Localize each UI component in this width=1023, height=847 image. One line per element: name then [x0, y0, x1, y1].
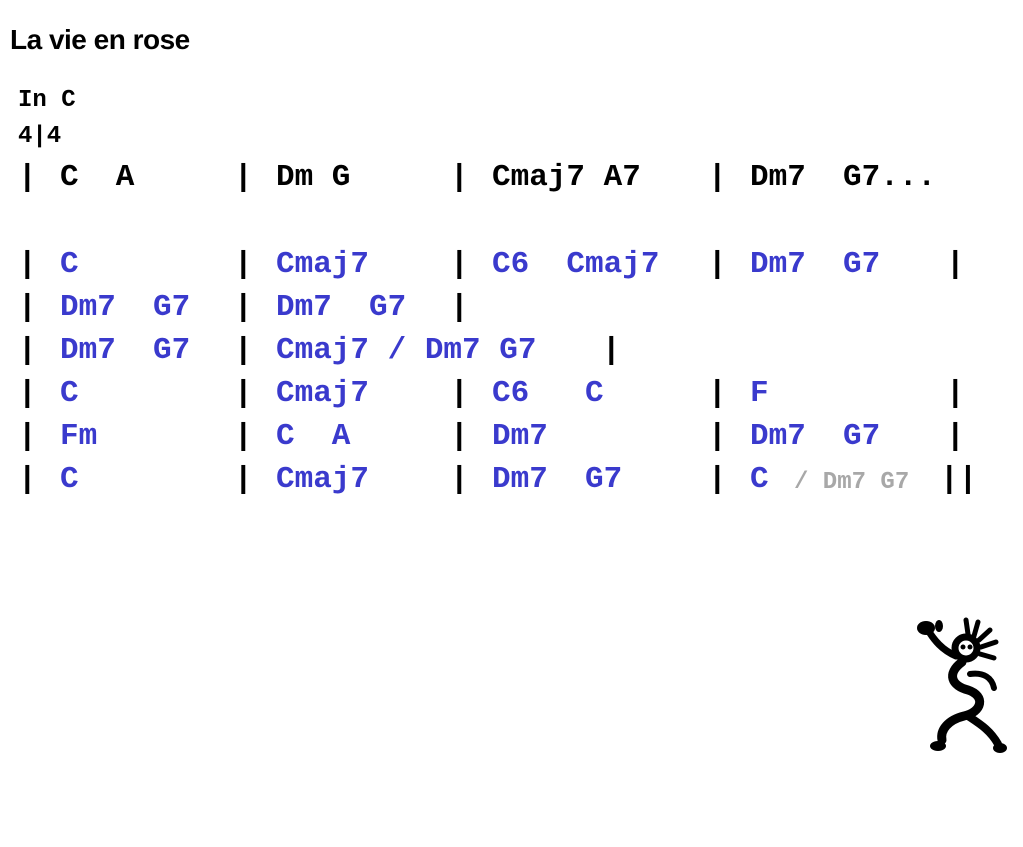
faded-turnaround: / Dm7 G7 [794, 469, 910, 496]
chord-cell: Dm7 G7... [750, 160, 937, 195]
chord-cell: Dm7 G7 [492, 462, 623, 497]
bar-line: | [234, 160, 253, 195]
dancing-figure-icon [917, 617, 1007, 753]
chord-cell: Cmaj7 / Dm7 G7 [276, 333, 537, 368]
bar-line: | [708, 462, 727, 497]
bar-line: | [234, 419, 253, 454]
bar-line: | [450, 419, 469, 454]
bar-line: | [708, 419, 727, 454]
bar-line: | [18, 290, 37, 325]
chord-cell: C6 C [492, 376, 604, 411]
final-bar-line: || [940, 462, 978, 497]
progression-row: | C | Cmaj7 | C6 C | F | [18, 376, 1018, 412]
chord-cell: C [60, 247, 79, 282]
chord-cell: C6 Cmaj7 [492, 247, 660, 282]
bar-line: | [18, 247, 37, 282]
chord-cell: C [60, 376, 79, 411]
song-key: In C [18, 87, 76, 114]
bar-line: | [18, 419, 37, 454]
progression-row: | C | Cmaj7 | C6 Cmaj7 | Dm7 G7 | [18, 247, 1018, 283]
chord-cell: Dm7 G7 [60, 290, 191, 325]
bar-line: | [18, 160, 37, 195]
chord-cell: C [750, 462, 769, 497]
chord-cell: Fm [60, 419, 98, 454]
bar-line: | [708, 160, 727, 195]
bar-line: | [18, 376, 37, 411]
chord-cell: C [60, 462, 79, 497]
chord-cell: Cmaj7 [276, 376, 370, 411]
bar-line: | [450, 376, 469, 411]
bar-line: | [234, 333, 253, 368]
chord-cell: C A [276, 419, 351, 454]
bar-line: | [602, 333, 621, 368]
bar-line: | [18, 333, 37, 368]
chord-cell: Dm7 G7 [60, 333, 191, 368]
chord-cell: F [750, 376, 769, 411]
bar-line: | [450, 290, 469, 325]
progression-row: | Fm | C A | Dm7 | Dm7 G7 | [18, 419, 1018, 455]
progression-row: | Dm7 G7 | Dm7 G7 | [18, 290, 1018, 326]
song-title: La vie en rose [10, 24, 190, 55]
chord-cell: Dm G [276, 160, 351, 195]
progression-row: | C | Cmaj7 | Dm7 G7 | C / Dm7 G7 || [18, 462, 1018, 498]
chord-cell: Cmaj7 [276, 462, 370, 497]
bar-line: | [946, 419, 965, 454]
chord-cell: C A [60, 160, 135, 195]
bar-line: | [234, 247, 253, 282]
bar-line: | [234, 290, 253, 325]
bar-line: | [708, 376, 727, 411]
progression-row: | Dm7 G7 | Cmaj7 / Dm7 G7 | [18, 333, 1018, 369]
bar-line: | [234, 462, 253, 497]
chord-cell: Cmaj7 A7 [492, 160, 641, 195]
intro-line: | C A | Dm G | Cmaj7 A7 | Dm7 G7... [18, 160, 1018, 196]
bar-line: | [450, 160, 469, 195]
chord-cell: Dm7 G7 [750, 419, 881, 454]
chord-cell: Dm7 G7 [276, 290, 407, 325]
bar-line: | [234, 376, 253, 411]
chord-cell: Cmaj7 [276, 247, 370, 282]
time-signature: 4|4 [18, 123, 62, 150]
bar-line: | [946, 376, 965, 411]
bar-line: | [450, 462, 469, 497]
chord-cell: Dm7 G7 [750, 247, 881, 282]
bar-line: | [946, 247, 965, 282]
bar-line: | [450, 247, 469, 282]
chord-cell: Dm7 [492, 419, 548, 454]
bar-line: | [708, 247, 727, 282]
bar-line: | [18, 462, 37, 497]
